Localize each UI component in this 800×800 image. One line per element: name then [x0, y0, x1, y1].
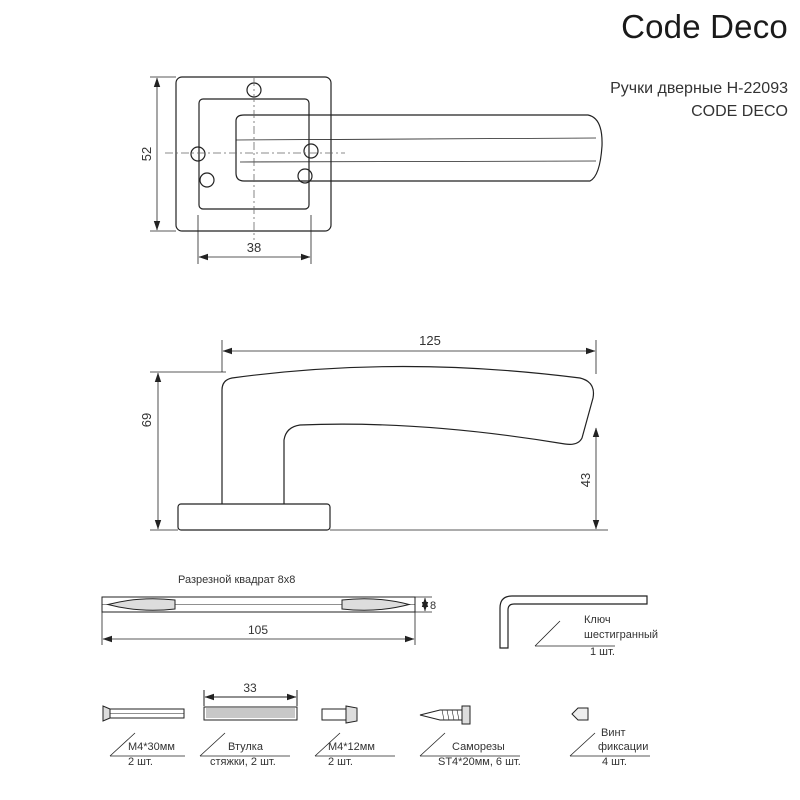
hole-bottom-right [297, 168, 313, 184]
top-view-dimensions [150, 76, 312, 264]
sleeve-label-2: стяжки, 2 шт. [210, 756, 276, 768]
rosette-outer [175, 76, 332, 232]
brand-logo: Code Deco [621, 8, 788, 45]
spindle-dimensions [101, 596, 432, 645]
bolt-m4x12-qty: 2 шт. [328, 756, 353, 768]
side-view [177, 365, 595, 531]
hex-key-label-1: Ключ [584, 614, 611, 626]
hex-key-label-2: шестигранный [584, 629, 658, 641]
hole-left [190, 146, 206, 162]
hex-key [499, 595, 648, 649]
spindle-slot-right [341, 598, 411, 611]
side-view-dimensions [150, 340, 608, 531]
bolt-m4x30 [102, 705, 185, 757]
product-title: Ручки дверные H-22093 [610, 80, 788, 97]
self-tapping-screw [419, 705, 520, 757]
hex-key-shape [499, 595, 648, 649]
dim-label-38: 38 [247, 240, 261, 255]
lever-side-outline [221, 365, 595, 504]
bolt-m4x12 [314, 705, 395, 757]
dim-label-52: 52 [139, 147, 154, 161]
set-screw [569, 707, 650, 757]
spindle-label: Разрезной квадрат 8х8 [178, 574, 295, 586]
product-maker: CODE DECO [691, 103, 788, 120]
set-screw-label-1: Винт [601, 727, 626, 739]
dim-label-43: 43 [578, 473, 593, 487]
sleeve-label-1: Втулка [228, 741, 264, 753]
side-rosette [177, 503, 331, 531]
dim-label-125: 125 [419, 333, 441, 348]
bolt-m4x30-qty: 2 шт. [128, 756, 153, 768]
bolt-m4x12-label: М4*12мм [328, 741, 375, 753]
dim-label-33: 33 [243, 681, 257, 695]
set-screw-label-2: фиксации [598, 741, 648, 753]
lever-top-outline [235, 114, 603, 182]
spindle-slot-left [106, 598, 176, 611]
sleeve [199, 690, 298, 757]
hole-right [303, 143, 319, 159]
dim-label-105: 105 [248, 623, 268, 637]
spindle [101, 596, 416, 613]
set-screw-qty: 4 шт. [602, 756, 627, 768]
hole-bottom-left [199, 172, 215, 188]
hex-key-qty: 1 шт. [590, 646, 615, 658]
screws-qty: ST4*20мм, 6 шт. [438, 756, 521, 768]
dim-label-69: 69 [139, 413, 154, 427]
bolt-m4x30-label: М4*30мм [128, 741, 175, 753]
dim-label-8: 8 [430, 600, 436, 612]
screws-label: Саморезы [452, 741, 505, 753]
top-view [165, 76, 603, 240]
